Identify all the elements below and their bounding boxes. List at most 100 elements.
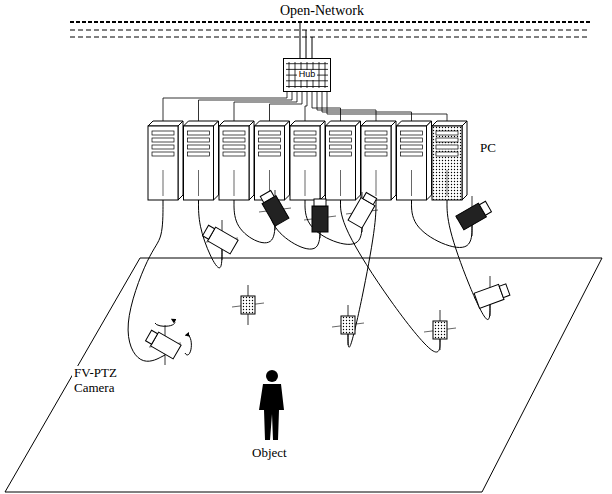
pc-seam	[198, 170, 199, 196]
camera-lens	[314, 199, 326, 206]
pc-tower	[290, 121, 325, 200]
person-figure	[259, 370, 284, 440]
pc-drive	[152, 145, 174, 149]
pc-drive	[401, 152, 423, 156]
network-label: Open-Network	[278, 3, 366, 19]
camera-lens	[363, 193, 377, 205]
pc-top	[397, 121, 432, 126]
pc-tower	[255, 121, 290, 200]
floor	[5, 258, 602, 492]
pc-seam	[340, 170, 341, 196]
camera	[456, 196, 493, 236]
pc-drive	[223, 138, 245, 142]
pc-drive	[188, 138, 210, 142]
pc-drive	[365, 131, 387, 135]
pc-drive	[188, 145, 210, 149]
hatch-line	[286, 86, 328, 87]
pc-front	[184, 126, 214, 200]
pc-drive	[223, 152, 245, 156]
pc-top	[361, 121, 396, 126]
hub-wire	[163, 92, 287, 121]
pc-drive	[223, 131, 245, 135]
pc-drive	[436, 138, 458, 142]
camera	[424, 310, 456, 350]
pc-side	[285, 121, 290, 200]
pc-front	[255, 126, 285, 200]
pc-drive	[294, 138, 316, 142]
pc-front	[219, 126, 249, 200]
pc-tower	[361, 121, 396, 200]
pc-top	[432, 121, 467, 126]
camera	[346, 192, 378, 232]
cameras	[145, 190, 511, 365]
camera-lens	[146, 330, 158, 344]
pc-seam	[305, 170, 306, 196]
camera-label: FV-PTZ Camera	[72, 366, 134, 396]
camera-box	[241, 296, 255, 314]
pc-tower	[326, 121, 361, 200]
camera	[232, 285, 264, 325]
pc-drive	[365, 138, 387, 142]
camera	[304, 198, 336, 238]
pc-seam	[163, 170, 164, 196]
node-label: Hub	[297, 70, 318, 80]
camera	[259, 190, 291, 230]
camera	[145, 320, 192, 365]
pc-front	[361, 126, 391, 200]
camera-box	[341, 316, 355, 334]
pc-drive	[259, 152, 281, 156]
camera	[202, 220, 239, 260]
pc-top	[326, 121, 361, 126]
hatch-line	[286, 80, 328, 81]
pc-top	[184, 121, 219, 126]
object-label: Object	[250, 446, 289, 461]
tilt-arrow	[185, 335, 191, 355]
uplink-wire	[312, 37, 313, 58]
pc-seam	[447, 170, 448, 196]
pc-drive	[401, 145, 423, 149]
network-lines	[70, 22, 590, 58]
hub-wire	[270, 92, 303, 121]
pc-front	[397, 126, 427, 200]
pc-drive	[436, 131, 458, 135]
pc-drive	[330, 131, 352, 135]
hatch-line	[286, 63, 328, 64]
pc-side	[214, 121, 219, 200]
camera-cables	[128, 200, 490, 361]
hub-wire	[322, 92, 412, 121]
pc-drive	[188, 152, 210, 156]
pc-tower	[148, 121, 183, 200]
hub-wire	[317, 92, 376, 121]
pc-drive	[436, 145, 458, 149]
pc-drive	[401, 131, 423, 135]
pc-drive	[259, 138, 281, 142]
pc-drive	[294, 145, 316, 149]
camera-lens	[479, 201, 491, 215]
person-head	[266, 370, 278, 382]
pc-drive	[152, 138, 174, 142]
pc-front	[148, 126, 178, 200]
pc-drive	[152, 152, 174, 156]
pc-drive	[365, 152, 387, 156]
pc-drive	[330, 145, 352, 149]
pc-top	[290, 121, 325, 126]
pc-drive	[188, 131, 210, 135]
pc-side	[320, 121, 325, 200]
hub-box: Hub	[283, 58, 331, 92]
pc-seam	[376, 170, 377, 196]
pc-drive	[294, 131, 316, 135]
pc-rack	[148, 121, 467, 200]
pc-drive	[294, 152, 316, 156]
network-line	[70, 37, 590, 38]
uplink-wire	[306, 30, 307, 58]
pc-front	[432, 126, 462, 200]
pan-arrow	[155, 320, 175, 326]
hub-wire	[312, 92, 341, 121]
hub-wires	[163, 92, 447, 121]
pc-top	[148, 121, 183, 126]
pc-side	[178, 121, 183, 200]
pc-top	[255, 121, 290, 126]
camera-lens	[260, 191, 274, 203]
hub-wire	[327, 92, 447, 121]
